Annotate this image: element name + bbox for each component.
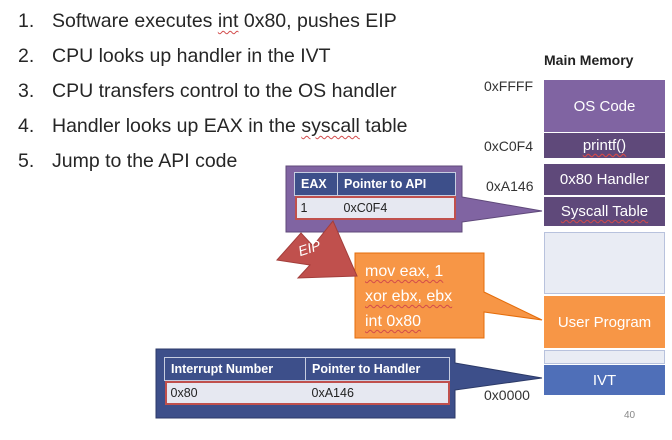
table-header-row: EAX Pointer to API (294, 172, 456, 196)
step-item: 4.Handler looks up EAX in the syscall ta… (18, 115, 408, 137)
step-item: 3.CPU transfers control to the OS handle… (18, 80, 397, 102)
step-item: 2.CPU looks up handler in the IVT (18, 45, 331, 67)
eip-arrow (276, 220, 358, 279)
table-row: 1 0xC0F4 (294, 195, 456, 220)
memory-block-printf: printf() (544, 133, 665, 158)
step-item: 1.Software executes int 0x80, pushes EIP (18, 10, 397, 32)
address-label: 0xFFFF (484, 78, 533, 94)
column-header: Interrupt Number (164, 357, 306, 381)
steps-list: 1.Software executes int 0x80, pushes EIP… (18, 4, 408, 179)
column-header: EAX (294, 172, 338, 196)
table-header-row: Interrupt Number Pointer to Handler (164, 357, 450, 381)
code-line: mov eax, 1 (365, 263, 444, 280)
memory-block-free (544, 232, 665, 294)
memory-block-handler: 0x80 Handler (544, 164, 665, 195)
step-item: 5.Jump to the API code (18, 150, 238, 172)
memory-block-free (544, 350, 665, 364)
table-cell: 1 (294, 195, 338, 220)
column-header: Pointer to Handler (305, 357, 450, 381)
code-callout-shape (354, 252, 543, 339)
table-row: 0x80 0xA146 (164, 380, 450, 405)
table-cell: 0xC0F4 (337, 195, 456, 220)
code-line: int 0x80 (365, 313, 422, 330)
page-number: 40 (624, 410, 636, 421)
ivt-lookup-table: Interrupt Number Pointer to Handler 0x80… (164, 357, 450, 405)
memory-block-os-code: OS Code (544, 80, 665, 132)
memory-block-ivt: IVT (544, 365, 665, 395)
syscall-lookup-table: EAX Pointer to API 1 0xC0F4 (294, 172, 456, 220)
table-cell: 0xA146 (305, 380, 450, 405)
column-header: Pointer to API (337, 172, 456, 196)
address-label: 0xA146 (486, 178, 534, 194)
address-label: 0xC0F4 (484, 138, 534, 154)
code-line: xor ebx, ebx (365, 288, 453, 305)
code-lines: mov eax, 1 xor ebx, ebx int 0x80 (365, 259, 452, 334)
address-label: 0x0000 (484, 387, 530, 403)
memory-block-user-program: User Program (544, 296, 665, 348)
memory-block-syscall-table: Syscall Table (544, 197, 665, 226)
table-cell: 0x80 (164, 380, 306, 405)
memory-title: Main Memory (544, 52, 634, 68)
